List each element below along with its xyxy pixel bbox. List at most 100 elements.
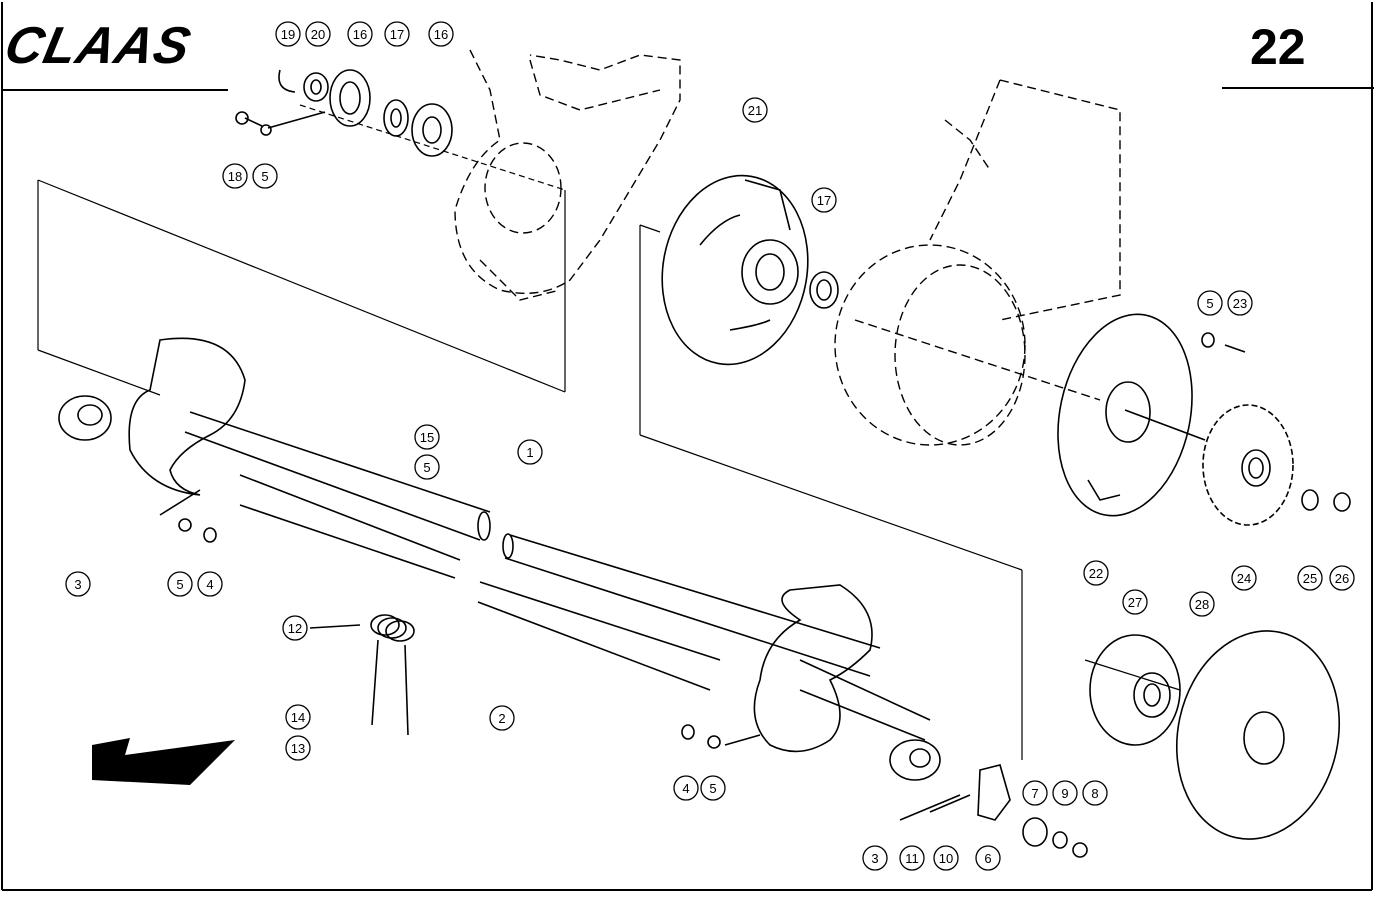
callout-6: 6 [975,845,1001,871]
callout-9: 9 [1052,780,1078,806]
callout-circle [517,439,543,465]
right-disc-and-hub [1089,630,1341,840]
callout-circle [700,775,726,801]
callout-circle [428,21,454,47]
callout-label: 25 [1303,571,1317,586]
callout-circle [252,163,278,189]
callout-5: 5 [700,775,726,801]
callout-label: 17 [390,27,404,42]
callout-22: 22 [1083,560,1109,586]
washer-nut [1201,332,1351,512]
callout-circle [1297,565,1323,591]
callout-label: 14 [291,710,305,725]
callout-circle [862,845,888,871]
callout-3: 3 [862,845,888,871]
bottom-small-parts [178,518,1088,858]
callout-label: 10 [939,851,953,866]
callout-circle [285,704,311,730]
callout-circle [933,845,959,871]
callout-10: 10 [933,845,959,871]
callout-label: 5 [1206,296,1213,311]
callout-label: 3 [74,577,81,592]
callout-5: 5 [252,163,278,189]
callout-21: 21 [742,97,768,123]
callout-circle [1022,780,1048,806]
callout-12: 12 [282,615,308,641]
top-bearing-assembly [235,69,453,157]
sprocket-plate [1057,313,1206,517]
callout-label: 6 [984,851,991,866]
direction-arrow-icon [92,738,235,785]
callout-24: 24 [1231,565,1257,591]
callout-1: 1 [517,439,543,465]
callout-circle [1231,565,1257,591]
callout-label: 8 [1091,786,1098,801]
callout-3: 3 [65,571,91,597]
callout-11: 11 [899,845,925,871]
right-cam-plate [753,584,941,781]
callout-28: 28 [1189,591,1215,617]
callout-circle [1122,589,1148,615]
callout-label: 7 [1031,786,1038,801]
callout-14: 14 [285,704,311,730]
callout-circle [1082,780,1108,806]
callout-4: 4 [197,571,223,597]
callout-circle [275,21,301,47]
callout-label: 4 [682,781,689,796]
callout-circle [414,424,440,450]
callout-label: 5 [176,577,183,592]
callout-circle [285,735,311,761]
callout-circle [1083,560,1109,586]
callout-label: 9 [1061,786,1068,801]
callout-label: 12 [288,621,302,636]
callout-7: 7 [1022,780,1048,806]
left-guide-lines [37,104,566,396]
callout-label: 4 [206,577,213,592]
callout-circle [1197,290,1223,316]
callout-27: 27 [1122,589,1148,615]
callout-5: 5 [1197,290,1223,316]
callout-label: 3 [871,851,878,866]
callout-circle [414,454,440,480]
callout-label: 16 [353,27,367,42]
callout-label: 5 [423,460,430,475]
sprocket [1202,404,1294,526]
callout-label: 5 [261,169,268,184]
callout-circle [384,21,410,47]
callout-label: 23 [1233,296,1247,311]
callout-circle [347,21,373,47]
callout-circle [65,571,91,597]
callout-8: 8 [1082,780,1108,806]
callout-2: 2 [489,705,515,731]
callout-label: 24 [1237,571,1251,586]
callout-18: 18 [222,163,248,189]
callout-label: 11 [905,851,919,866]
callout-label: 27 [1128,595,1142,610]
right-drive-housing [834,79,1121,446]
callout-label: 18 [228,169,242,184]
callout-circle [489,705,515,731]
callout-circle [197,571,223,597]
callout-25: 25 [1297,565,1323,591]
callout-20: 20 [305,21,331,47]
callout-19: 19 [275,21,301,47]
callout-circle [742,97,768,123]
right-guide-lines [639,224,1181,760]
callout-26: 26 [1329,565,1355,591]
callout-5: 5 [414,454,440,480]
callout-label: 28 [1195,597,1209,612]
callout-23: 23 [1227,290,1253,316]
callout-label: 2 [498,711,505,726]
callout-circle [1329,565,1355,591]
callout-label: 19 [281,27,295,42]
callout-label: 1 [526,445,533,460]
callout-circle [167,571,193,597]
callout-17: 17 [811,187,837,213]
callout-label: 26 [1335,571,1349,586]
callout-circle [1052,780,1078,806]
left-cam-plate [58,337,246,516]
callout-circle [282,615,308,641]
